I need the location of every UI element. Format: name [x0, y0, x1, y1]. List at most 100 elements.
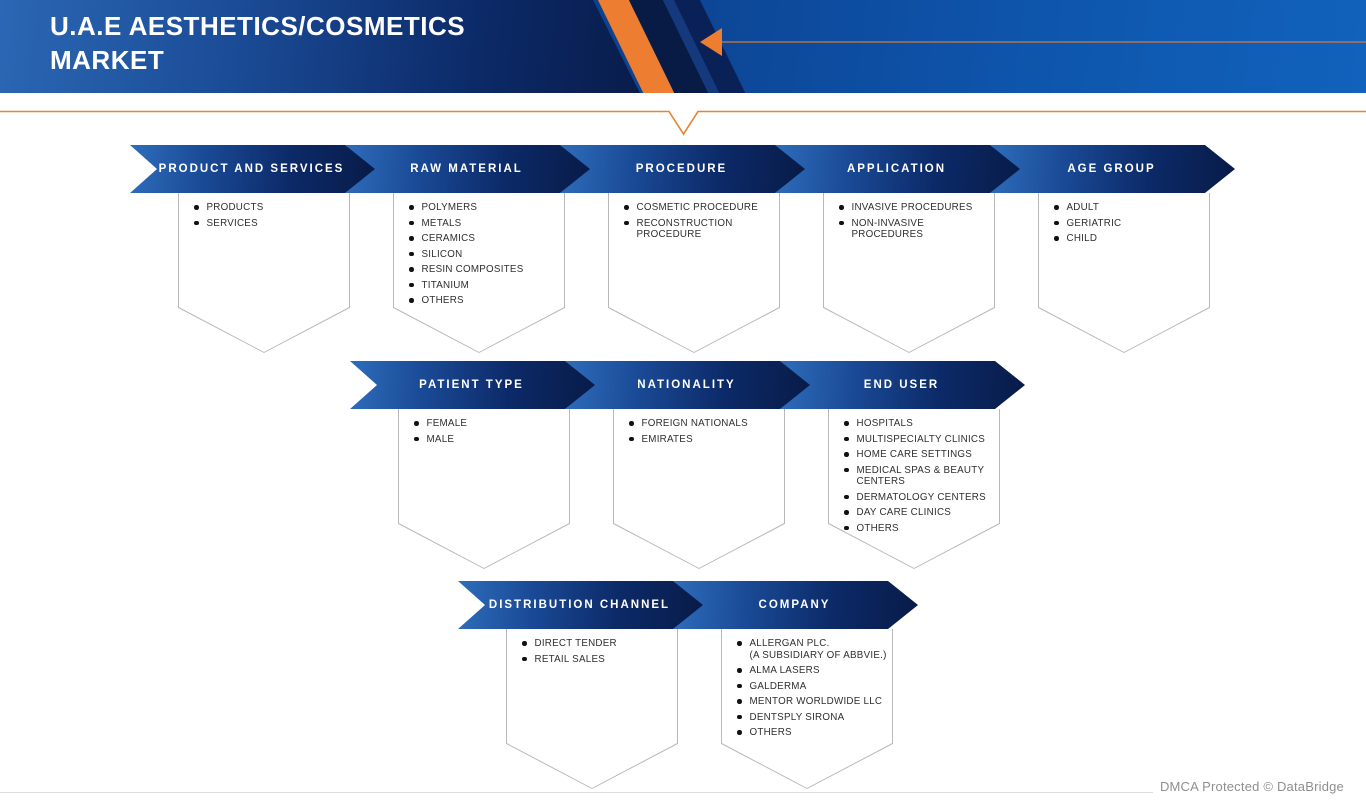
segment-item-text: CHILD — [1066, 233, 1098, 244]
segment-item-text: HOSPITALS — [856, 418, 914, 429]
bullet-icon — [844, 467, 849, 473]
segment-header: PRODUCT AND SERVICES — [130, 145, 375, 193]
bullet-icon — [1054, 220, 1059, 226]
bullet-icon — [409, 236, 414, 241]
segment-header: PATIENT TYPE — [350, 361, 595, 409]
segment-item-text: SERVICES — [206, 217, 258, 229]
segment-item-text: METALS — [421, 217, 462, 229]
segment-item: ALMA LASERS — [737, 665, 889, 677]
segment-distribution-channel: DISTRIBUTION CHANNEL DIRECT TENDER RETAIL … — [458, 581, 703, 789]
segment-item-text: DAY CARE CLINICS — [856, 507, 952, 518]
segment-item-text: ADULT — [1066, 202, 1100, 213]
bullet-icon — [737, 714, 742, 720]
segment-label: RAW MATERIAL — [410, 163, 523, 175]
footer-divider — [0, 792, 1153, 793]
segment-nationality: NATIONALITY FOREIGN NATIONALS EMIRATES — [565, 361, 810, 569]
segment-label: COMPANY — [758, 599, 831, 611]
segment-label: PROCEDURE — [635, 163, 728, 175]
segment-item-text: POLYMERS — [421, 202, 478, 213]
segment-item: EMIRATES — [629, 434, 781, 446]
segment-label: APPLICATION — [846, 163, 947, 175]
header-underline-notch — [0, 110, 1366, 136]
segment-label: NATIONALITY — [637, 379, 736, 391]
segment-label: DISTRIBUTION CHANNEL — [488, 599, 671, 611]
segment-item-text: RECONSTRUCTION PROCEDURE — [636, 217, 733, 241]
segment-item-text: MEDICAL SPAS & BEAUTY CENTERS — [856, 464, 985, 488]
segment-item: DIRECT TENDER — [522, 638, 674, 650]
segment-company: COMPANY ALLERGAN PLC. (A SUBSIDIARY OF AB… — [673, 581, 918, 789]
segment-item: COSMETIC PROCEDURE — [624, 202, 776, 214]
bullet-icon — [629, 436, 634, 442]
segment-item-text: CERAMICS — [421, 233, 476, 244]
segment-item-text: PRODUCTS — [206, 202, 264, 213]
segment-product-and-services: PRODUCT AND SERVICES PRODUCTS SERVICES — [130, 145, 375, 353]
bullet-icon — [409, 267, 414, 272]
bullet-icon — [522, 656, 527, 662]
segment-label: PATIENT TYPE — [419, 379, 524, 391]
segment-item: OTHERS — [737, 727, 889, 739]
segment-item: FOREIGN NATIONALS — [629, 418, 781, 430]
segment-header: PROCEDURE — [560, 145, 805, 193]
segment-item-text: DIRECT TENDER — [534, 638, 617, 649]
segment-item-text: MULTISPECIALTY CLINICS — [856, 433, 986, 445]
segment-item: ALLERGAN PLC. (A SUBSIDIARY OF ABBVIE.) — [737, 638, 889, 661]
segment-item-text: MALE — [426, 433, 455, 445]
segment-item: RECONSTRUCTION PROCEDURE — [624, 218, 776, 241]
bullet-icon — [737, 683, 742, 689]
segment-patient-type: PATIENT TYPE FEMALE MALE — [350, 361, 595, 569]
segment-item: OTHERS — [844, 523, 996, 535]
segment-item: RETAIL SALES — [522, 654, 674, 666]
segment-header: NATIONALITY — [565, 361, 810, 409]
segment-item-text: DERMATOLOGY CENTERS — [856, 491, 986, 503]
segment-raw-material: RAW MATERIAL POLYMERS METALS CERAMICS SILICO… — [345, 145, 590, 353]
bullet-icon — [844, 452, 849, 457]
bullet-icon — [839, 220, 844, 226]
bullet-icon — [737, 668, 742, 673]
bullet-icon — [844, 494, 849, 500]
bullet-icon — [194, 205, 199, 210]
bullet-icon — [624, 220, 629, 226]
segment-item-text: OTHERS — [421, 295, 464, 306]
segment-header: APPLICATION — [775, 145, 1020, 193]
dmca-copyright: DMCA Protected © DataBridge — [1159, 779, 1344, 794]
segment-procedure: PROCEDURE COSMETIC PROCEDURE RECONSTRUCTIO… — [560, 145, 805, 353]
bullet-icon — [839, 205, 844, 210]
segment-item-text: RETAIL SALES — [534, 653, 606, 665]
bullet-icon — [844, 510, 849, 515]
bullet-icon — [522, 641, 527, 646]
segment-item-text: GALDERMA — [749, 680, 807, 692]
segment-label: PRODUCT AND SERVICES — [158, 163, 345, 175]
segment-item-text: COSMETIC PROCEDURE — [636, 202, 759, 213]
bullet-icon — [737, 641, 742, 646]
bullet-icon — [194, 220, 199, 226]
segment-item: METALS — [409, 218, 561, 230]
segment-item: FEMALE — [414, 418, 566, 430]
segment-item-text: INVASIVE PROCEDURES — [851, 202, 973, 213]
segment-header: RAW MATERIAL — [345, 145, 590, 193]
segment-item: INVASIVE PROCEDURES — [839, 202, 991, 214]
segment-item-text: SILICON — [421, 248, 463, 260]
bullet-icon — [737, 730, 742, 735]
segment-item: CERAMICS — [409, 233, 561, 245]
title-bar-gradient — [0, 0, 640, 93]
bullet-icon — [844, 421, 849, 426]
segment-item-text: HOME CARE SETTINGS — [856, 449, 973, 460]
segment-item-text: OTHERS — [856, 522, 899, 534]
segment-item-list: DIRECT TENDER RETAIL SALES — [506, 629, 678, 669]
bullet-icon — [409, 282, 414, 288]
segment-item: SILICON — [409, 249, 561, 261]
bullet-icon — [409, 205, 414, 210]
segment-item: PRODUCTS — [194, 202, 346, 214]
bullet-icon — [624, 205, 629, 210]
page-title: U.A.E AESTHETICS/COSMETICS MARKET — [50, 11, 466, 75]
segment-item: DERMATOLOGY CENTERS — [844, 492, 996, 504]
segment-item-text: TITANIUM — [421, 279, 470, 291]
bullet-icon — [409, 298, 414, 303]
segment-item: OTHERS — [409, 295, 561, 307]
segment-item-text: GERIATRIC — [1066, 217, 1122, 229]
bullet-icon — [629, 421, 634, 426]
